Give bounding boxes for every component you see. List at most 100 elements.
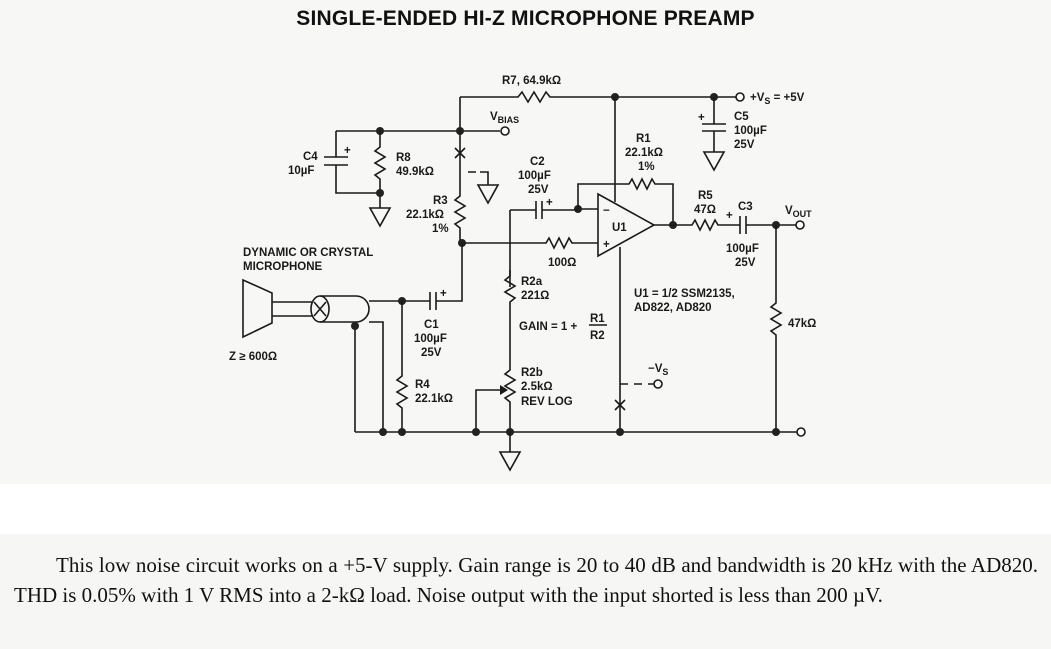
vout-label: VOUT [785,205,812,219]
u1-note-line1: U1 = 1/2 SSM2135, [634,288,735,300]
gnd-terminal[interactable] [796,427,806,437]
neg-vs-label: −VS [648,363,668,377]
break-x-icon [614,399,626,411]
wire-r3 [453,131,467,243]
r1-value: 22.1kΩ [625,147,663,159]
c3-ref: C3 [738,201,753,213]
c1-ref: C1 [424,319,439,331]
r5-ref: R5 [698,190,713,202]
wire-input [369,243,463,310]
ground-icon [702,151,726,172]
c4-plus: + [344,145,351,157]
schematic-figure: SINGLE-ENDED HI-Z MICROPHONE PREAMP R7, … [229,7,817,472]
vs-terminal[interactable] [735,92,745,102]
node-gnd-3 [472,428,480,436]
r3-value: 22.1kΩ [406,209,444,221]
r-in-value: 100Ω [548,257,576,269]
figure-title: SINGLE-ENDED HI-Z MICROPHONE PREAMP [296,7,755,30]
resistor-load [769,225,783,432]
gain-numerator: R1 [590,313,605,325]
c1-value: 100µF [414,333,447,345]
r2a-value: 221Ω [521,290,549,302]
cable-shield [320,295,370,323]
c5-plus: + [698,112,705,124]
c3-voltage: 25V [735,257,756,269]
schematic-diagram: R7, 64.9kΩ +VS = +5V + C5 100µF 25V VBIA… [229,75,816,472]
r8-ref: R8 [396,152,411,164]
resistor-r5 [654,218,730,232]
node-gnd-6 [772,428,780,436]
u1-note-line2: AD822, AD820 [634,302,712,314]
capacitor-c2 [509,201,578,287]
gain-denominator: R2 [590,330,605,342]
r2b-type: REV LOG [521,396,573,408]
mic-label-line1: DYNAMIC OR CRYSTAL [243,247,373,259]
wire-c4 [324,131,380,194]
node-gnd-5 [616,428,624,436]
vs-label: +VS = +5V [750,92,805,106]
vbias-label: VBIAS [490,111,519,125]
c3-plus: + [726,210,733,222]
ground-icon [498,451,522,472]
mic-label-line2: MICROPHONE [243,261,323,273]
u1-ref: U1 [612,222,627,234]
node-shield [351,322,359,330]
resistor-r4 [395,301,409,432]
break-x-icon [454,147,466,159]
page-gap [0,484,1051,534]
c5-ref: C5 [734,111,749,123]
resistor-r8 [373,131,387,208]
r5-value: 47Ω [694,204,716,216]
u1-minus: − [603,205,610,217]
c1-voltage: 25V [421,347,442,359]
ground-icon [368,207,392,228]
r4-value: 22.1kΩ [415,393,453,405]
u1-plus: + [603,239,610,251]
r3-ref: R3 [433,195,448,207]
pot-wiper-r2b [475,389,500,432]
vout-terminal[interactable] [795,220,805,230]
resistor-r2a [503,270,517,432]
r2a-ref: R2a [521,276,543,288]
c5-value: 100µF [734,125,767,137]
vbias-terminal[interactable] [500,126,510,136]
vminus-terminal[interactable] [653,379,663,389]
r3-tol: 1% [432,223,449,235]
wire-c5 [702,97,726,152]
cable-cross [313,301,327,317]
node-r8-bottom [376,189,384,197]
node-gnd-1 [379,428,387,436]
opamp-u1 [597,192,656,258]
mic-impedance: Z ≥ 600Ω [229,351,277,363]
r2b-ref: R2b [521,367,543,379]
ground-icon [476,184,500,205]
r4-ref: R4 [415,379,430,391]
r1-tol: 1% [638,161,655,173]
wire-shield-return [354,321,384,432]
gain-formula-prefix: GAIN = 1 + [519,321,577,333]
c2-plus: + [546,197,553,209]
resistor-r1 [577,177,674,225]
r1-ref: R1 [636,133,651,145]
c2-value: 100µF [518,170,551,182]
resistor-100-ohm [462,236,598,250]
microphone-icon [242,278,273,339]
rl-value: 47kΩ [788,318,816,330]
c4-value: 10µF [288,165,314,177]
caption-area [0,534,1051,649]
c3-value: 100µF [726,243,759,255]
c5-voltage: 25V [734,139,755,151]
c1-plus: + [440,288,447,300]
wire-dashed-ground [468,171,489,185]
r2b-value: 2.5kΩ [521,381,553,393]
c4-ref: C4 [303,151,318,163]
r8-value: 49.9kΩ [396,166,434,178]
mic-leads [272,301,312,317]
figure-caption: This low noise circuit works on a +5-V s… [14,553,1038,607]
c2-voltage: 25V [528,184,549,196]
wire-top-rail [460,90,738,104]
r7-label: R7, 64.9kΩ [502,75,561,87]
wiper-arrow-icon [500,385,508,395]
c2-ref: C2 [530,156,545,168]
node-gnd-2 [398,428,406,436]
